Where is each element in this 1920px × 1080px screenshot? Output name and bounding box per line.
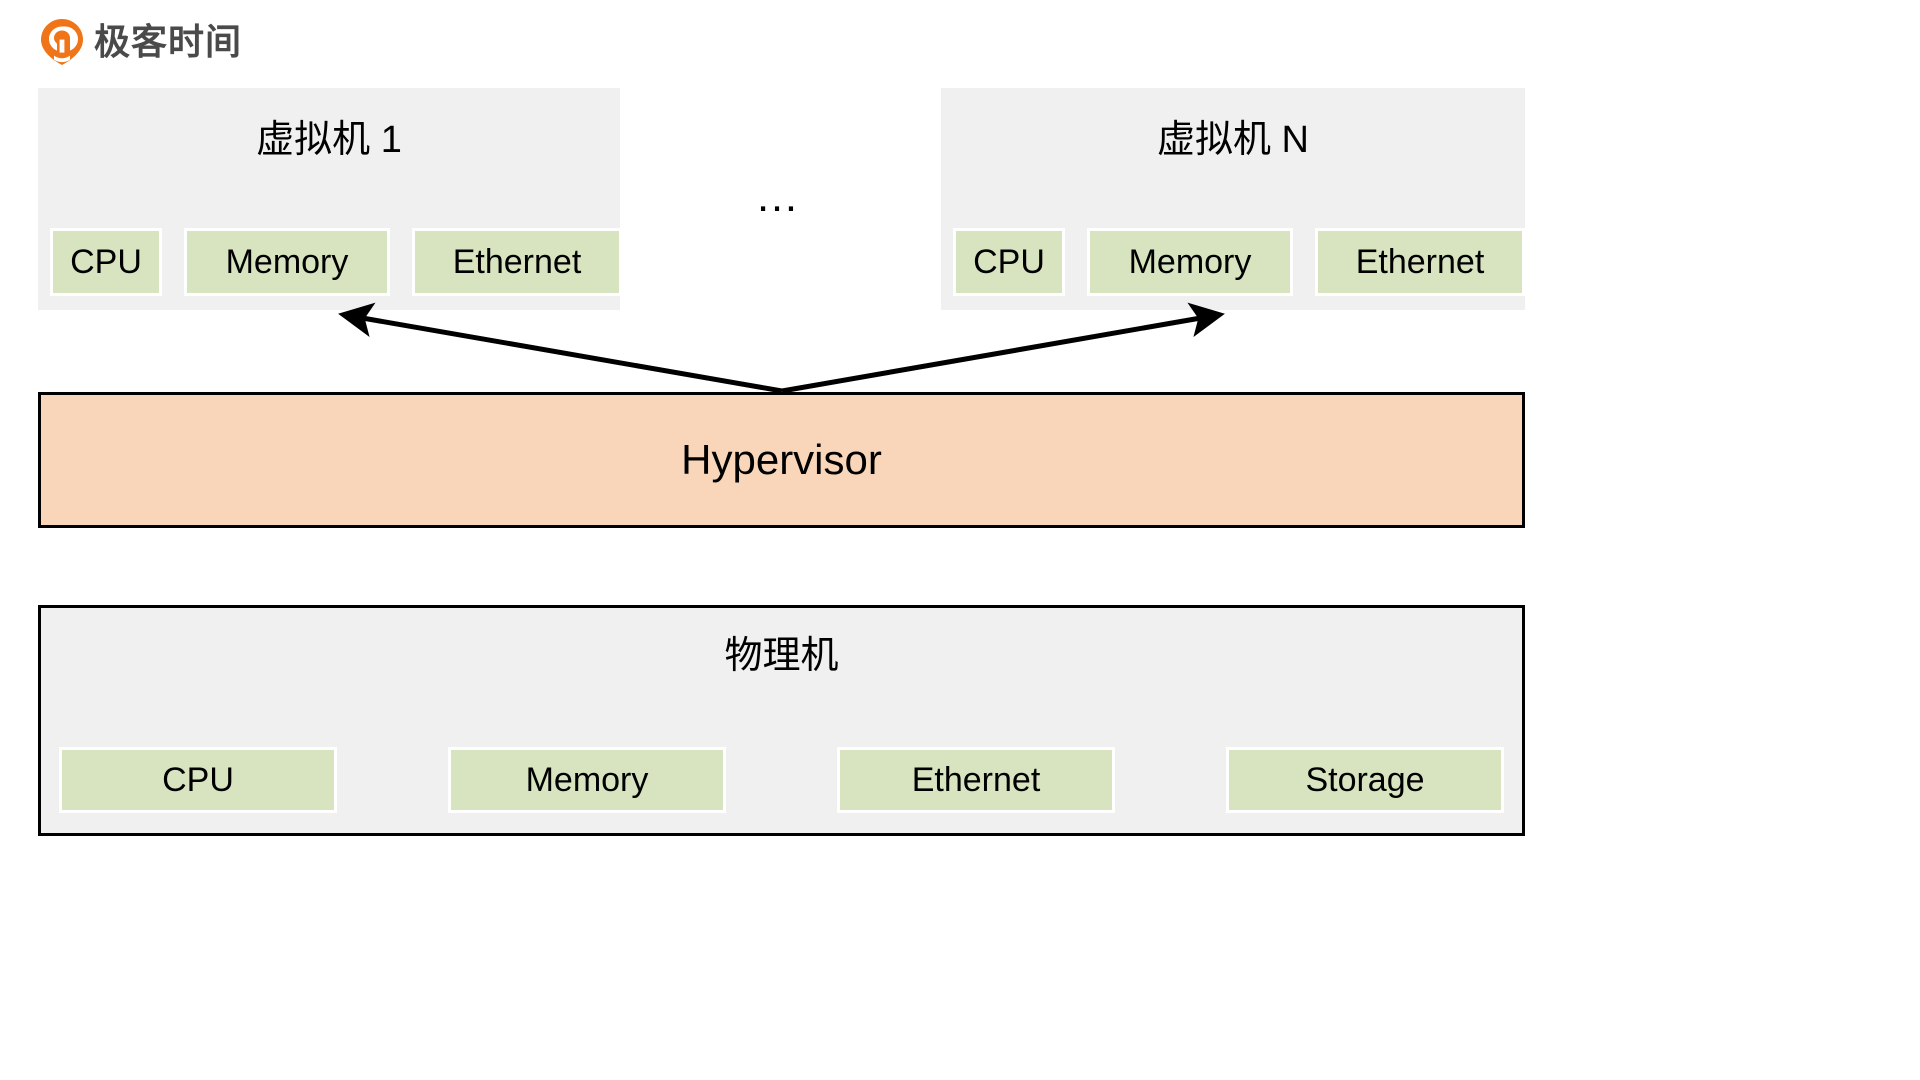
vm1-resource-ethernet: Ethernet — [412, 228, 622, 296]
arrow-hypervisor-to-vmn — [781, 302, 1225, 394]
arrow-hypervisor-to-vm1 — [338, 302, 783, 394]
brand-name: 极客时间 — [94, 21, 243, 62]
virtual-machine-1-box: 虚拟机 1 CPU Memory Ethernet — [38, 88, 622, 310]
vm1-resource-cpu: CPU — [50, 228, 162, 296]
vm1-resource-memory: Memory — [184, 228, 390, 296]
hypervisor-label: Hypervisor — [681, 436, 882, 483]
vmn-resource-memory: Memory — [1087, 228, 1293, 296]
vmn-resource-cpu: CPU — [953, 228, 1065, 296]
geektime-pin-icon — [41, 19, 83, 65]
virtual-machine-n-resources: CPU Memory Ethernet — [953, 228, 1525, 296]
physical-resource-storage: Storage — [1226, 747, 1504, 813]
physical-machine-title: 物理机 — [724, 635, 839, 677]
physical-resource-ethernet: Ethernet — [837, 747, 1115, 813]
virtual-machine-n-box: 虚拟机 N CPU Memory Ethernet — [941, 88, 1525, 310]
brand-logo: 极客时间 — [40, 18, 242, 66]
vmn-resource-ethernet: Ethernet — [1315, 228, 1525, 296]
vm-ellipsis: … — [755, 172, 805, 221]
physical-machine-resources: CPU Memory Ethernet Storage — [59, 747, 1504, 813]
virtual-machine-n-title: 虚拟机 N — [1156, 119, 1309, 161]
hypervisor-box: Hypervisor — [38, 392, 1525, 528]
physical-resource-cpu: CPU — [59, 747, 337, 813]
virtual-machine-1-resources: CPU Memory Ethernet — [50, 228, 622, 296]
physical-machine-box: 物理机 CPU Memory Ethernet Storage — [38, 605, 1525, 836]
physical-resource-memory: Memory — [448, 747, 726, 813]
virtual-machine-1-title: 虚拟机 1 — [256, 119, 402, 161]
